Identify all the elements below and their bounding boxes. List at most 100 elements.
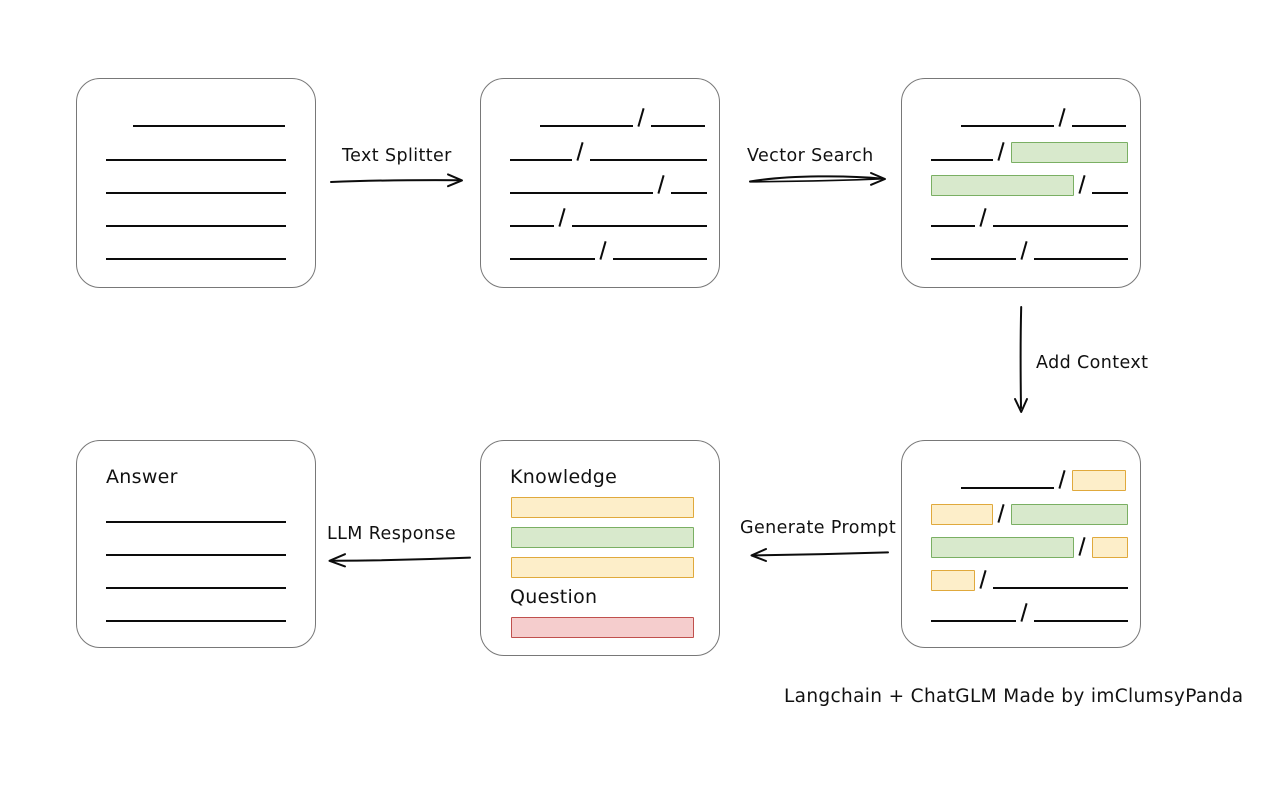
- text-line: [106, 569, 286, 591]
- table-row: [931, 174, 1128, 196]
- table-row: [106, 174, 286, 196]
- table-row: [931, 536, 1128, 558]
- footer-caption: Langchain + ChatGLM Made by imClumsyPand…: [784, 686, 1244, 707]
- separator-slash: [975, 207, 993, 229]
- separator-slash: [633, 107, 651, 129]
- text-segment: [510, 174, 653, 196]
- table-row: [106, 602, 286, 624]
- separator-slash: [975, 569, 993, 591]
- separator-slash: [554, 207, 572, 229]
- table-row: [106, 141, 286, 163]
- text-segment: [961, 469, 1054, 491]
- prompt-knowledge-heading: Knowledge: [510, 466, 618, 488]
- arrow-llm-response: [328, 553, 471, 568]
- knowledge-bar-green: [511, 527, 694, 548]
- separator-slash: [1054, 469, 1072, 491]
- text-segment: [1034, 240, 1128, 262]
- split-chunks-rows: [481, 79, 719, 287]
- text-segment: [572, 207, 707, 229]
- arrow-generate-prompt: [750, 548, 889, 562]
- arrow-label-add-context: Add Context: [1036, 353, 1149, 373]
- matched-chunks-rows: [902, 79, 1140, 287]
- text-line: [133, 107, 285, 129]
- table-row: [106, 569, 286, 591]
- highlight-yellow: [1072, 470, 1126, 491]
- table-row: [510, 141, 707, 163]
- text-segment: [613, 240, 707, 262]
- text-segment: [1092, 174, 1128, 196]
- table-row: [510, 240, 707, 262]
- table-row: [961, 107, 1126, 129]
- prompt-question-heading: Question: [510, 586, 598, 608]
- context-added-rows: [902, 441, 1140, 647]
- text-segment: [1034, 602, 1128, 624]
- highlight-yellow: [931, 570, 975, 591]
- text-segment: [671, 174, 707, 196]
- text-segment: [931, 602, 1016, 624]
- card-context-added[interactable]: [901, 440, 1141, 648]
- card-answer[interactable]: Answer: [76, 440, 316, 648]
- separator-slash: [595, 240, 613, 262]
- answer-heading: Answer: [106, 466, 178, 488]
- separator-slash: [653, 174, 671, 196]
- separator-slash: [1074, 536, 1092, 558]
- card-matched-chunks[interactable]: [901, 78, 1141, 288]
- text-segment: [510, 207, 554, 229]
- table-row: [931, 207, 1128, 229]
- text-segment: [993, 207, 1128, 229]
- table-row: [931, 141, 1128, 163]
- separator-slash: [993, 503, 1011, 525]
- text-segment: [540, 107, 633, 129]
- table-row: [931, 240, 1128, 262]
- arrow-label-vector-search: Vector Search: [747, 146, 874, 166]
- text-line: [106, 207, 286, 229]
- table-row: [540, 107, 705, 129]
- table-row: [106, 207, 286, 229]
- card-prompt[interactable]: Knowledge Question: [480, 440, 720, 656]
- highlight-green: [1011, 504, 1128, 525]
- table-row: [106, 503, 286, 525]
- table-row: [931, 602, 1128, 624]
- separator-slash: [1074, 174, 1092, 196]
- text-segment: [931, 141, 993, 163]
- text-line: [106, 602, 286, 624]
- table-row: [510, 207, 707, 229]
- knowledge-bar-yellow-2: [511, 557, 694, 578]
- source-document-rows: [77, 79, 315, 287]
- table-row: [106, 240, 286, 262]
- text-segment: [590, 141, 707, 163]
- table-row: [931, 503, 1128, 525]
- text-segment: [1072, 107, 1126, 129]
- table-row: [961, 469, 1126, 491]
- arrow-vector-search: [749, 172, 886, 186]
- highlight-yellow: [1092, 537, 1128, 558]
- text-segment: [931, 207, 975, 229]
- card-source-document[interactable]: [76, 78, 316, 288]
- text-segment: [961, 107, 1054, 129]
- table-row: [931, 569, 1128, 591]
- arrow-text-splitter: [330, 173, 463, 188]
- arrow-label-generate-prompt: Generate Prompt: [740, 518, 897, 538]
- highlight-green: [931, 175, 1074, 196]
- card-split-chunks[interactable]: [480, 78, 720, 288]
- highlight-green: [1011, 142, 1128, 163]
- arrow-add-context: [1014, 306, 1028, 413]
- text-line: [106, 174, 286, 196]
- text-segment: [931, 240, 1016, 262]
- separator-slash: [572, 141, 590, 163]
- separator-slash: [1016, 240, 1034, 262]
- text-segment: [510, 240, 595, 262]
- text-line: [106, 141, 286, 163]
- knowledge-bar-yellow-1: [511, 497, 694, 518]
- arrow-label-llm-response: LLM Response: [327, 524, 457, 544]
- text-segment: [510, 141, 572, 163]
- text-line: [106, 240, 286, 262]
- text-line: [106, 536, 286, 558]
- separator-slash: [1016, 602, 1034, 624]
- separator-slash: [1054, 107, 1072, 129]
- table-row: [510, 174, 707, 196]
- question-bar-red: [511, 617, 694, 638]
- separator-slash: [993, 141, 1011, 163]
- highlight-green: [931, 537, 1074, 558]
